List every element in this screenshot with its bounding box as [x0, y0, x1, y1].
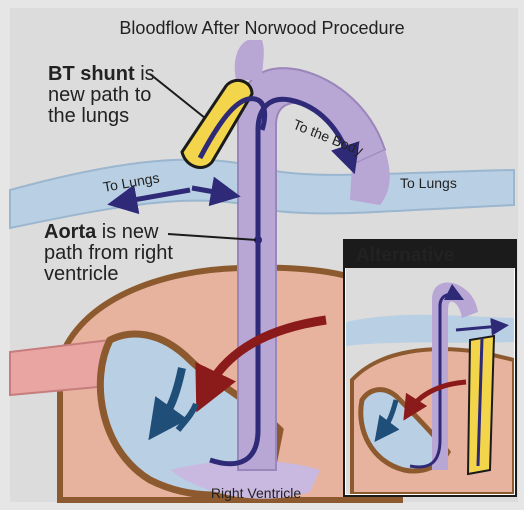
to-lungs-right-label: To Lungs: [400, 175, 457, 191]
bt-shunt-label-bold: BT shunt: [48, 63, 135, 85]
aorta-label-rest: is new: [96, 221, 159, 243]
diagram-title: Bloodflow After Norwood Procedure: [119, 18, 404, 38]
aorta-label-line3: ventricle: [44, 263, 118, 285]
bt-shunt-label-rest: is: [135, 63, 155, 85]
inset-title: Alternative: [356, 245, 454, 266]
aorta-label-bold: Aorta: [44, 221, 97, 243]
right-ventricle-label: Right Ventricle: [211, 485, 301, 501]
aorta-label-line2: path from right: [44, 242, 173, 264]
bt-shunt-label-line2: new path to: [48, 84, 151, 106]
bt-shunt-label-line3: the lungs: [48, 105, 129, 127]
alternative-inset: Alternative: [344, 240, 516, 496]
